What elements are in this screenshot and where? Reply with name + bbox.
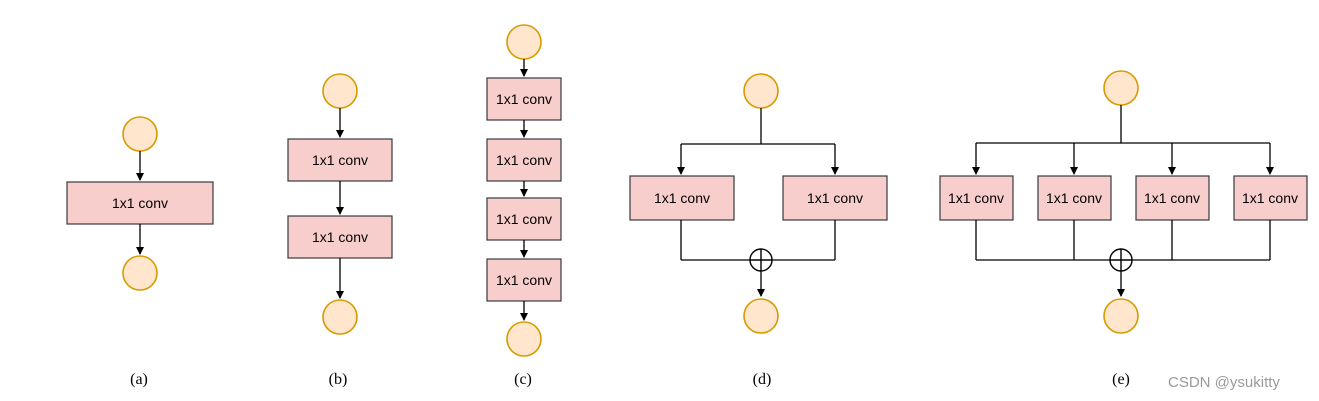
conv-block (629, 175, 735, 221)
input-node (506, 24, 542, 60)
conv-block (782, 175, 888, 221)
conv-label: 1x1 conv (654, 190, 710, 206)
panel-d: 1x1 conv 1x1 conv (d) (629, 73, 888, 388)
panel-c: 1x1 conv 1x1 conv 1x1 conv 1x1 conv (c) (486, 24, 562, 388)
input-node (1103, 70, 1139, 106)
conv-label: 1x1 conv (312, 152, 368, 168)
conv-label: 1x1 conv (496, 91, 552, 107)
conv-label: 1x1 conv (1144, 190, 1200, 206)
output-node (122, 255, 158, 291)
output-node (506, 321, 542, 357)
watermark: CSDN @ysukitty (1168, 374, 1280, 391)
conv-label: 1x1 conv (312, 229, 368, 245)
conv-block (486, 258, 562, 302)
input-node (743, 73, 779, 109)
conv-block (486, 77, 562, 121)
conv-block (1135, 175, 1210, 221)
caption-a: (a) (130, 371, 148, 388)
output-node (322, 299, 358, 335)
caption-e: (e) (1112, 371, 1130, 388)
panel-a: 1x1 conv (a) (66, 116, 214, 388)
conv-block (287, 138, 393, 182)
conv-label: 1x1 conv (807, 190, 863, 206)
conv-block (1037, 175, 1112, 221)
conv-block (939, 175, 1014, 221)
sum-node (1109, 248, 1133, 272)
input-node (322, 73, 358, 109)
caption-d: (d) (753, 371, 772, 388)
conv-label: 1x1 conv (1242, 190, 1298, 206)
conv-label: 1x1 conv (948, 190, 1004, 206)
conv-label: 1x1 conv (496, 152, 552, 168)
conv-block (486, 197, 562, 241)
panel-b: 1x1 conv 1x1 conv (b) (287, 73, 393, 388)
conv-label: 1x1 conv (496, 272, 552, 288)
conv-block (486, 138, 562, 182)
output-node (743, 298, 779, 334)
conv-block (287, 215, 393, 259)
conv-label: 1x1 conv (1046, 190, 1102, 206)
conv-label: 1x1 conv (496, 211, 552, 227)
conv-label: 1x1 conv (112, 195, 168, 211)
caption-c: (c) (514, 371, 532, 388)
input-node (122, 116, 158, 152)
conv-block (1233, 175, 1308, 221)
output-node (1103, 298, 1139, 334)
caption-b: (b) (329, 371, 348, 388)
panel-e: 1x1 conv 1x1 conv 1x1 conv 1x1 conv (e) (939, 70, 1308, 388)
sum-node (749, 248, 773, 272)
